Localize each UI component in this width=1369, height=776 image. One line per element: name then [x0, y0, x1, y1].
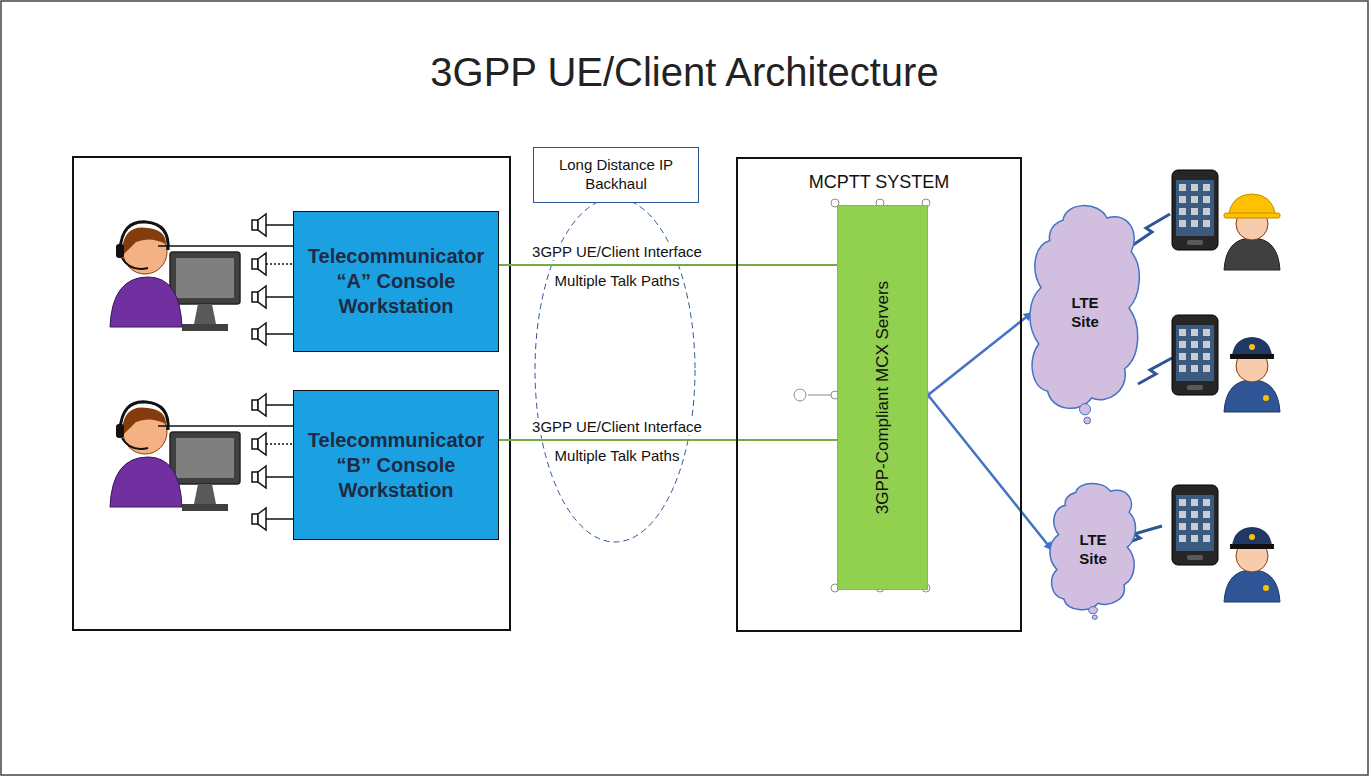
talk-path-label: Multiple Talk Paths	[553, 272, 682, 289]
node-text: LTE Site	[1070, 531, 1116, 569]
console-workstation: Telecommunicator “A” Console Workstation	[293, 211, 499, 352]
backhaul-box: Long Distance IP Backhaul	[533, 147, 699, 203]
system-boundary: MCPTT SYSTEM 3GPP-Compliant MCX Servers	[736, 157, 1022, 632]
speaker-symbols	[252, 214, 293, 530]
console-enclosure	[73, 157, 510, 630]
interface-label: 3GPP UE/Client Interface	[530, 243, 704, 260]
connector	[928, 313, 1032, 396]
diagram-title: 3GPP UE/Client Architecture	[0, 50, 1369, 95]
node-text: Telecommunicator “A” Console Workstation	[301, 244, 491, 319]
node-text: LTE Site	[1062, 294, 1108, 332]
node-text: Telecommunicator “B” Console Workstation	[301, 428, 491, 503]
console-workstation: Telecommunicator “B” Console Workstation	[293, 390, 499, 540]
talk-path-label: Multiple Talk Paths	[553, 447, 682, 464]
lte-site-cloud: LTE Site	[1050, 480, 1136, 620]
node-text: Long Distance IP Backhaul	[541, 156, 691, 194]
lte-site-cloud: LTE Site	[1030, 200, 1140, 425]
connector	[499, 264, 837, 266]
selection-handles	[794, 199, 930, 592]
connector	[928, 395, 1052, 550]
field-users	[1118, 170, 1280, 602]
interface-label: 3GPP UE/Client Interface	[530, 418, 704, 435]
node-text: 3GPP-Compliant MCX Servers	[872, 281, 893, 514]
system-heading: MCPTT SYSTEM	[809, 171, 950, 194]
connector	[499, 439, 837, 441]
server-bar: 3GPP-Compliant MCX Servers	[837, 205, 928, 590]
